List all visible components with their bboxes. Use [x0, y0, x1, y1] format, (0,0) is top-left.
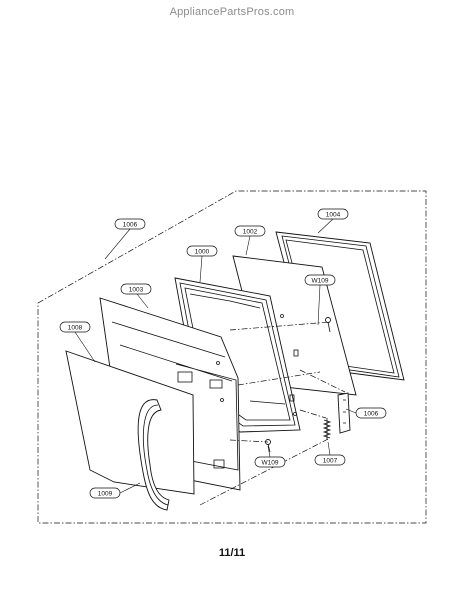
- svg-text:1009: 1009: [98, 491, 113, 498]
- leader-lines: [74, 218, 357, 494]
- callout-door-inner: 1000: [186, 245, 218, 257]
- callout-spring: 1007: [314, 454, 346, 466]
- watermark: AppliancePartsPros.com: [169, 6, 295, 18]
- latch-part: [337, 392, 351, 434]
- page-number: 11/11: [218, 547, 246, 559]
- callout-door-assembly: 1006: [114, 218, 146, 230]
- callout-door-frame: 1004: [317, 208, 349, 220]
- callout-choke-cover: 1002: [234, 225, 266, 237]
- callout-latch: 1006: [355, 407, 387, 419]
- callout-screw-upper: W109: [304, 274, 336, 286]
- svg-text:1000: 1000: [195, 249, 210, 256]
- callout-door-screen: 1003: [120, 283, 152, 295]
- screw-lower-part: [265, 439, 271, 453]
- assembly-boundary: [37, 190, 427, 524]
- callout-handle: 1009: [89, 487, 121, 499]
- spring-part: [322, 418, 332, 440]
- svg-text:W109: W109: [312, 278, 329, 285]
- callout-screw-lower: W109: [254, 456, 286, 468]
- screw-upper-part: [325, 317, 331, 333]
- svg-text:1008: 1008: [68, 325, 83, 332]
- svg-text:1004: 1004: [326, 212, 341, 219]
- handle-part: [137, 399, 170, 511]
- svg-text:1006: 1006: [364, 411, 379, 418]
- svg-text:1002: 1002: [243, 229, 258, 236]
- svg-text:W109: W109: [262, 460, 279, 467]
- callout-door-outer: 1008: [59, 321, 91, 333]
- svg-text:1003: 1003: [129, 287, 144, 294]
- svg-text:1007: 1007: [323, 458, 338, 465]
- alignment-lines: [199, 321, 346, 506]
- svg-text:1006: 1006: [123, 222, 138, 229]
